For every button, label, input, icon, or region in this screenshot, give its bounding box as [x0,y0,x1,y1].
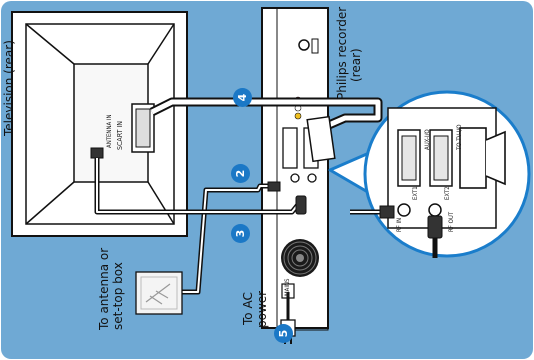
tv-antenna-socket [90,147,104,159]
tv-antenna-in-label: ANTENNA IN [106,114,113,148]
callout-magnifier [328,90,531,258]
callout-to-tv-label: TO TV-I/O [456,124,463,151]
recorder-label-line2: (rear) [349,48,363,82]
recorder-rear [261,7,329,331]
ac-power-label-line2: power [255,290,269,328]
step-badge-5: 5 [274,324,293,343]
callout-rf-in-label: RF IN [396,217,403,232]
antenna-label-line1: To antenna or [97,247,111,330]
step-badge-4: 4 [233,88,252,107]
callout-aux-label: AUX-I/O [424,129,431,150]
step-badge-2: 2 [231,164,250,183]
callout-ext2-label: EXT2 [444,186,451,200]
antenna-label-line2: set-top box [111,262,125,330]
recorder-label-line1: Philips recorder [335,6,349,100]
tv-scart-in-label: SCART IN [116,121,124,150]
ac-power-label-line1: To AC [241,292,255,325]
callout-rf-out-label: RF OUT [448,211,455,232]
fan-grille [281,239,319,277]
callout-ext1-label: EXT1 [412,186,419,200]
set-top-box [135,271,183,315]
television-rear [11,11,188,237]
television-label: Television (rear) [2,40,16,136]
step-badge-3: 3 [231,224,250,243]
recorder-mains-label: MAINS [284,278,291,296]
